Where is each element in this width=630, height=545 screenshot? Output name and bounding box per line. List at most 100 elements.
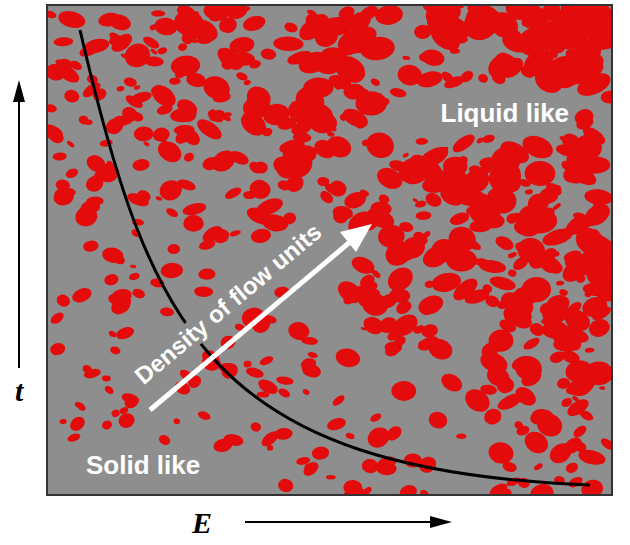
flow-unit (374, 164, 407, 193)
axis-label: t (15, 374, 23, 407)
flow-unit (197, 410, 212, 422)
flow-unit (533, 462, 544, 471)
flow-unit (556, 280, 565, 285)
flow-unit (522, 335, 542, 351)
flow-unit (103, 384, 115, 395)
flow-units (48, 6, 611, 494)
flow-unit (560, 396, 574, 408)
flow-unit (417, 52, 429, 64)
flow-unit (124, 93, 145, 111)
flow-unit (477, 72, 489, 84)
flow-unit (223, 112, 232, 117)
flow-unit (57, 8, 88, 30)
flow-unit (194, 286, 214, 297)
flow-unit (66, 432, 81, 443)
flow-unit (512, 383, 540, 409)
flow-unit (359, 188, 370, 198)
flow-unit (456, 434, 466, 440)
flow-unit (573, 440, 588, 454)
flow-unit (564, 461, 579, 475)
flow-unit (215, 79, 228, 91)
flow-unit (327, 179, 348, 199)
flow-unit (345, 432, 355, 440)
flow-unit (428, 418, 437, 425)
flow-unit (415, 138, 428, 145)
flow-unit (517, 362, 527, 370)
flow-unit (52, 152, 67, 161)
flow-unit (107, 30, 126, 47)
flow-unit (59, 418, 67, 424)
density-arrow (150, 224, 372, 410)
flow-unit (326, 475, 336, 479)
flow-unit (574, 69, 611, 101)
flow-unit (48, 9, 57, 19)
flow-unit (458, 155, 469, 165)
flow-unit (86, 196, 104, 206)
flow-unit (355, 120, 367, 130)
flow-unit (133, 126, 154, 142)
flow-unit (599, 386, 605, 390)
flow-unit (512, 218, 540, 239)
flow-unit (383, 341, 402, 358)
flow-unit (548, 349, 567, 365)
flow-unit (160, 307, 175, 317)
flow-unit (81, 363, 93, 375)
flow-unit (101, 246, 125, 265)
flow-unit (107, 34, 120, 46)
flow-unit (174, 96, 200, 120)
flow-unit (290, 99, 309, 114)
flow-unit (552, 202, 562, 211)
flow-unit (306, 8, 319, 18)
flow-unit (420, 304, 436, 317)
flow-unit (101, 419, 114, 431)
flow-unit (55, 57, 74, 74)
flow-unit (343, 480, 363, 494)
flow-unit (581, 252, 611, 292)
flow-unit (423, 190, 444, 209)
flow-unit (532, 11, 553, 25)
flow-unit (143, 141, 151, 148)
flow-unit (281, 211, 298, 226)
flow-unit (173, 9, 204, 37)
flow-unit (531, 408, 555, 425)
flow-unit (241, 6, 251, 12)
flow-unit (107, 12, 133, 33)
flow-unit (415, 69, 444, 90)
flow-unit (450, 131, 478, 155)
flow-unit (241, 13, 267, 33)
flow-unit (54, 292, 72, 309)
flow-unit (70, 285, 94, 305)
flow-unit (571, 423, 588, 439)
flow-unit (83, 37, 111, 56)
flow-unit (599, 436, 611, 452)
flow-unit (515, 424, 530, 437)
flow-unit (448, 210, 471, 227)
flow-unit (416, 292, 447, 318)
flow-unit (561, 161, 595, 186)
flow-unit (183, 215, 203, 232)
flow-unit (242, 95, 272, 120)
flow-unit (578, 408, 595, 422)
flow-unit (254, 161, 269, 174)
flow-unit (200, 72, 234, 103)
axis-label: E (192, 506, 212, 539)
flow-unit (157, 46, 169, 55)
flow-unit (474, 163, 494, 177)
flow-unit (543, 219, 554, 230)
flow-unit (219, 360, 241, 382)
flow-unit (78, 115, 90, 126)
flow-unit (488, 481, 510, 494)
flow-unit (311, 446, 330, 461)
flow-unit (254, 127, 265, 134)
flow-unit (592, 202, 601, 210)
flow-unit (402, 55, 410, 60)
flow-unit (48, 104, 57, 114)
flow-unit (330, 50, 370, 88)
flow-unit (52, 187, 76, 208)
flow-unit (380, 96, 391, 106)
flow-unit (258, 354, 274, 367)
boundary-curve (80, 30, 590, 485)
flow-unit (256, 376, 281, 397)
flow-unit (267, 112, 281, 122)
